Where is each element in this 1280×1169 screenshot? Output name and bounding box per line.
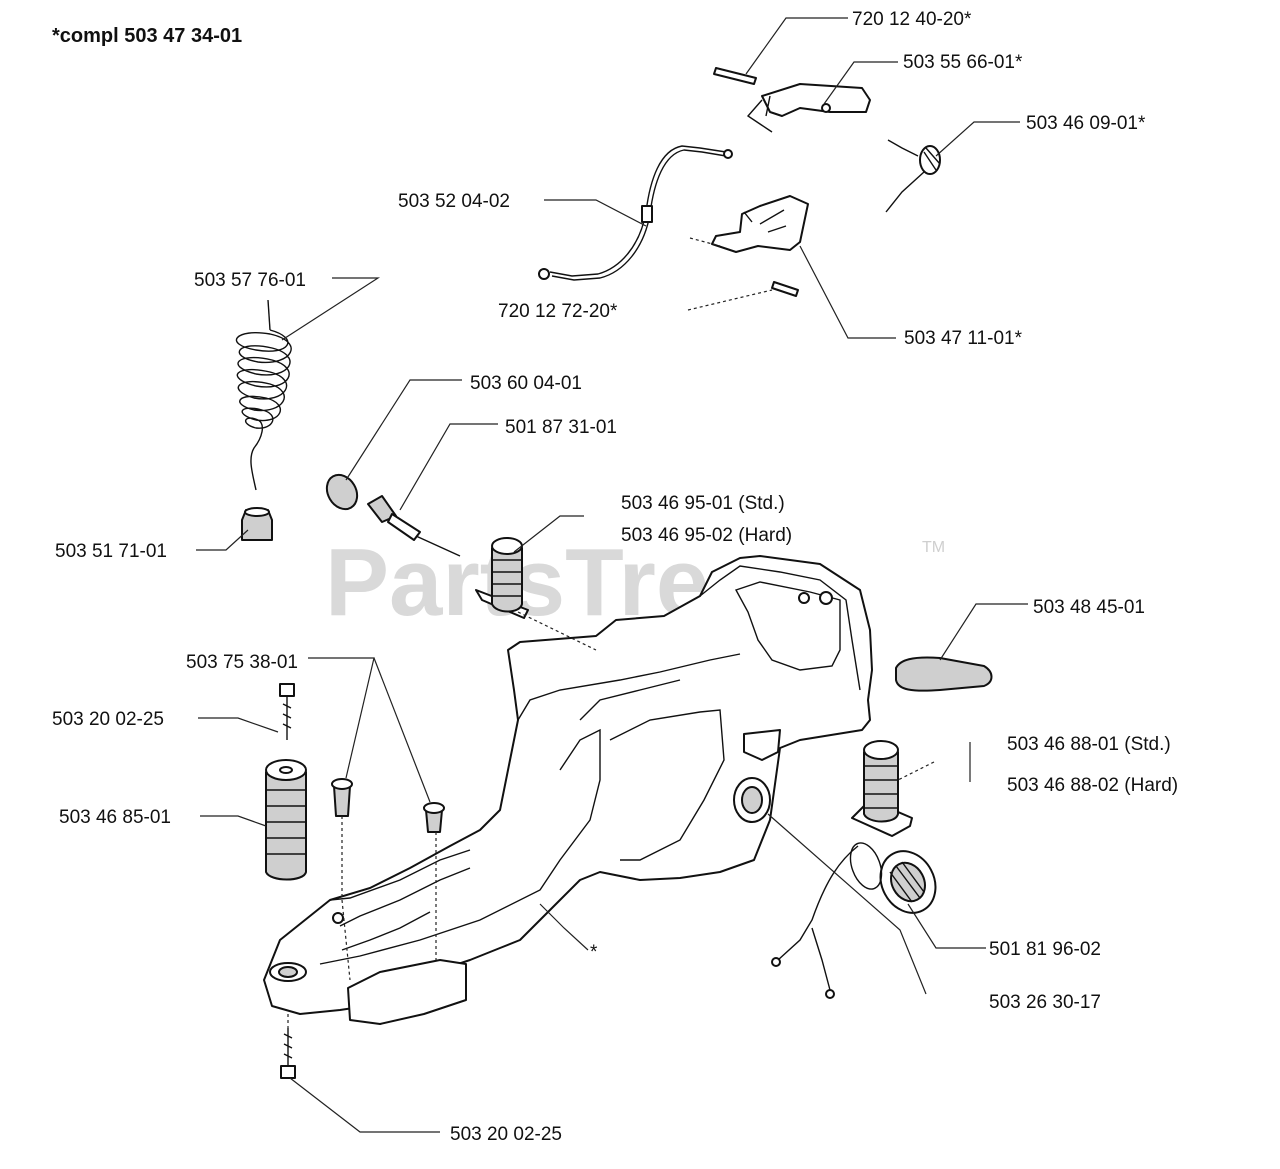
label-503-60-04-01: 503 60 04-01 [470, 373, 582, 394]
strap-part-503-26-30-17 [771, 842, 883, 999]
tank-housing-part [263, 555, 873, 1025]
damper-part-503-46-88 [851, 740, 913, 837]
label-503-46-88-01: 503 46 88-01 (Std.) [1007, 734, 1171, 755]
label-503-47-11-01: 503 47 11-01* [904, 328, 1023, 349]
label-501-87-31-01: 501 87 31-01 [505, 417, 617, 438]
leader-lines [196, 17, 1028, 1133]
label-501-81-96-02: 501 81 96-02 [989, 939, 1101, 960]
trigger-part-503-55-66-01 [746, 83, 871, 133]
lockout-part-503-47-11-01 [711, 195, 809, 297]
cable-part-503-52-04-02 [538, 145, 733, 281]
cover-part-503-60-04-01 [325, 473, 359, 511]
label-503-20-02-25-top: 503 20 02-25 [52, 709, 164, 730]
bushing-part-503-75-38-01-b [423, 802, 445, 833]
spring-part-503-46-09-01 [885, 139, 941, 213]
label-720-12-40-20: 720 12 40-20* [852, 9, 972, 30]
label-503-46-95-02: 503 46 95-02 (Hard) [621, 525, 792, 546]
label-asterisk: * [590, 942, 598, 963]
label-503-46-85-01: 503 46 85-01 [59, 807, 171, 828]
label-503-46-95-01: 503 46 95-01 (Std.) [621, 493, 785, 514]
label-503-20-02-25-bottom: 503 20 02-25 [450, 1124, 562, 1145]
label-503-26-30-17: 503 26 30-17 [989, 992, 1101, 1013]
label-503-46-88-02: 503 46 88-02 (Hard) [1007, 775, 1178, 796]
screw-part-503-20-02-25-top [279, 683, 295, 740]
assembly-header: *compl 503 47 34-01 [52, 25, 242, 47]
damper-part-503-46-95 [475, 537, 529, 619]
pipe-part-501-87-31-01 [367, 495, 461, 557]
guard-part-503-48-45-01 [895, 656, 993, 692]
hose-part-503-57-76-01 [235, 299, 292, 491]
label-503-55-66-01: 503 55 66-01* [903, 52, 1023, 73]
filter-part-503-51-71-01 [241, 507, 273, 541]
cap-part-501-81-96-02 [879, 850, 937, 914]
label-503-52-04-02: 503 52 04-02 [398, 191, 510, 212]
label-503-48-45-01: 503 48 45-01 [1033, 597, 1145, 618]
label-720-12-72-20: 720 12 72-20* [498, 301, 618, 322]
pin-part-720-12-40-20 [713, 67, 757, 85]
label-503-57-76-01: 503 57 76-01 [194, 270, 306, 291]
bushing-part-503-75-38-01-a [331, 778, 353, 817]
screw-part-503-20-02-25-bottom [280, 1028, 296, 1079]
spring-part-503-46-85-01 [265, 759, 307, 881]
label-503-51-71-01: 503 51 71-01 [55, 541, 167, 562]
label-503-46-09-01: 503 46 09-01* [1026, 113, 1146, 134]
watermark-tm: TM [922, 539, 945, 556]
label-503-75-38-01: 503 75 38-01 [186, 652, 298, 673]
